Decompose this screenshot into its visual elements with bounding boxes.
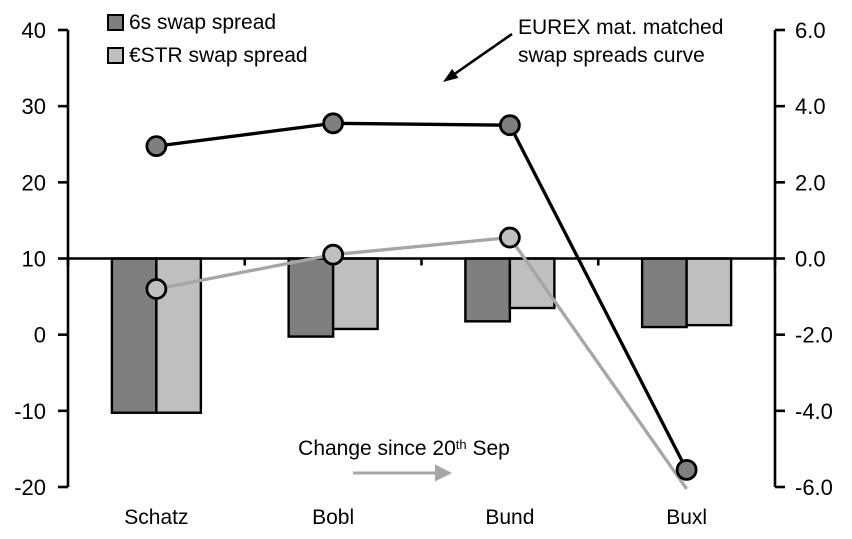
left-axis-tick-label: 0 bbox=[34, 323, 46, 348]
bar-estr-buxl bbox=[685, 257, 733, 327]
marker-estr-curve-bobl bbox=[322, 243, 345, 266]
right-axis-tick-label: -6.0 bbox=[795, 475, 833, 500]
curve-annotation-line1: EUREX mat. matched bbox=[518, 16, 724, 39]
legend: 6s swap spread €STR swap spread bbox=[107, 10, 308, 76]
legend-item-estr-swap-spread: €STR swap spread bbox=[107, 43, 308, 67]
left-axis-tick-label: 20 bbox=[22, 170, 46, 195]
change-annotation-prefix: Change since 20 bbox=[298, 437, 456, 460]
change-annotation: Change since 20th Sep bbox=[288, 437, 520, 461]
legend-item-6s-swap-spread: 6s swap spread bbox=[107, 10, 308, 34]
left-axis-tick-label: -10 bbox=[14, 399, 46, 424]
right-axis-tick-label: -2.0 bbox=[795, 323, 833, 348]
left-axis-tick-label: 40 bbox=[22, 18, 46, 43]
category-label-buxl: Buxl bbox=[666, 506, 707, 529]
marker-6s-curve-buxl bbox=[675, 458, 698, 481]
change-arrowhead-icon bbox=[435, 464, 452, 482]
marker-6s-curve-bund bbox=[498, 114, 521, 137]
bar-6s-bund bbox=[464, 257, 512, 323]
marker-6s-curve-bobl bbox=[322, 112, 345, 135]
legend-label-6s: 6s swap spread bbox=[129, 10, 277, 34]
curve-annotation: EUREX mat. matched swap spreads curve bbox=[518, 14, 723, 70]
right-axis-tick-label: -4.0 bbox=[795, 399, 833, 424]
change-annotation-suffix: Sep bbox=[466, 437, 510, 460]
right-axis-tick-label: 0.0 bbox=[795, 247, 826, 272]
change-annotation-ordinal: th bbox=[455, 437, 467, 452]
curve-annotation-arrow bbox=[454, 32, 513, 75]
marker-estr-curve-schatz bbox=[145, 278, 168, 300]
left-axis-tick-label: 10 bbox=[22, 247, 46, 272]
curve-annotation-arrowhead-icon bbox=[443, 68, 459, 82]
marker-estr-curve-bund bbox=[498, 226, 521, 249]
bar-estr-bund bbox=[508, 257, 556, 310]
curve-annotation-line2: swap spreads curve bbox=[518, 44, 705, 67]
right-axis-tick-label: 6.0 bbox=[795, 18, 826, 43]
bar-6s-buxl bbox=[640, 257, 688, 329]
legend-swatch-6s-icon bbox=[107, 13, 124, 31]
legend-swatch-estr-icon bbox=[107, 46, 124, 64]
right-axis-tick-label: 4.0 bbox=[795, 94, 826, 119]
category-label-bund: Bund bbox=[485, 506, 534, 529]
legend-label-estr: €STR swap spread bbox=[129, 43, 308, 67]
category-label-bobl: Bobl bbox=[312, 506, 354, 529]
left-axis-tick-label: -20 bbox=[14, 475, 46, 500]
left-axis-tick-label: 30 bbox=[22, 94, 46, 119]
marker-6s-curve-schatz bbox=[145, 135, 168, 158]
category-label-schatz: Schatz bbox=[124, 506, 188, 529]
line-6s-curve bbox=[156, 121, 689, 471]
bar-6s-bobl bbox=[287, 257, 335, 338]
line-estr-curve bbox=[156, 235, 688, 490]
right-axis-tick-label: 2.0 bbox=[795, 170, 826, 195]
bar-estr-bobl bbox=[331, 257, 379, 331]
